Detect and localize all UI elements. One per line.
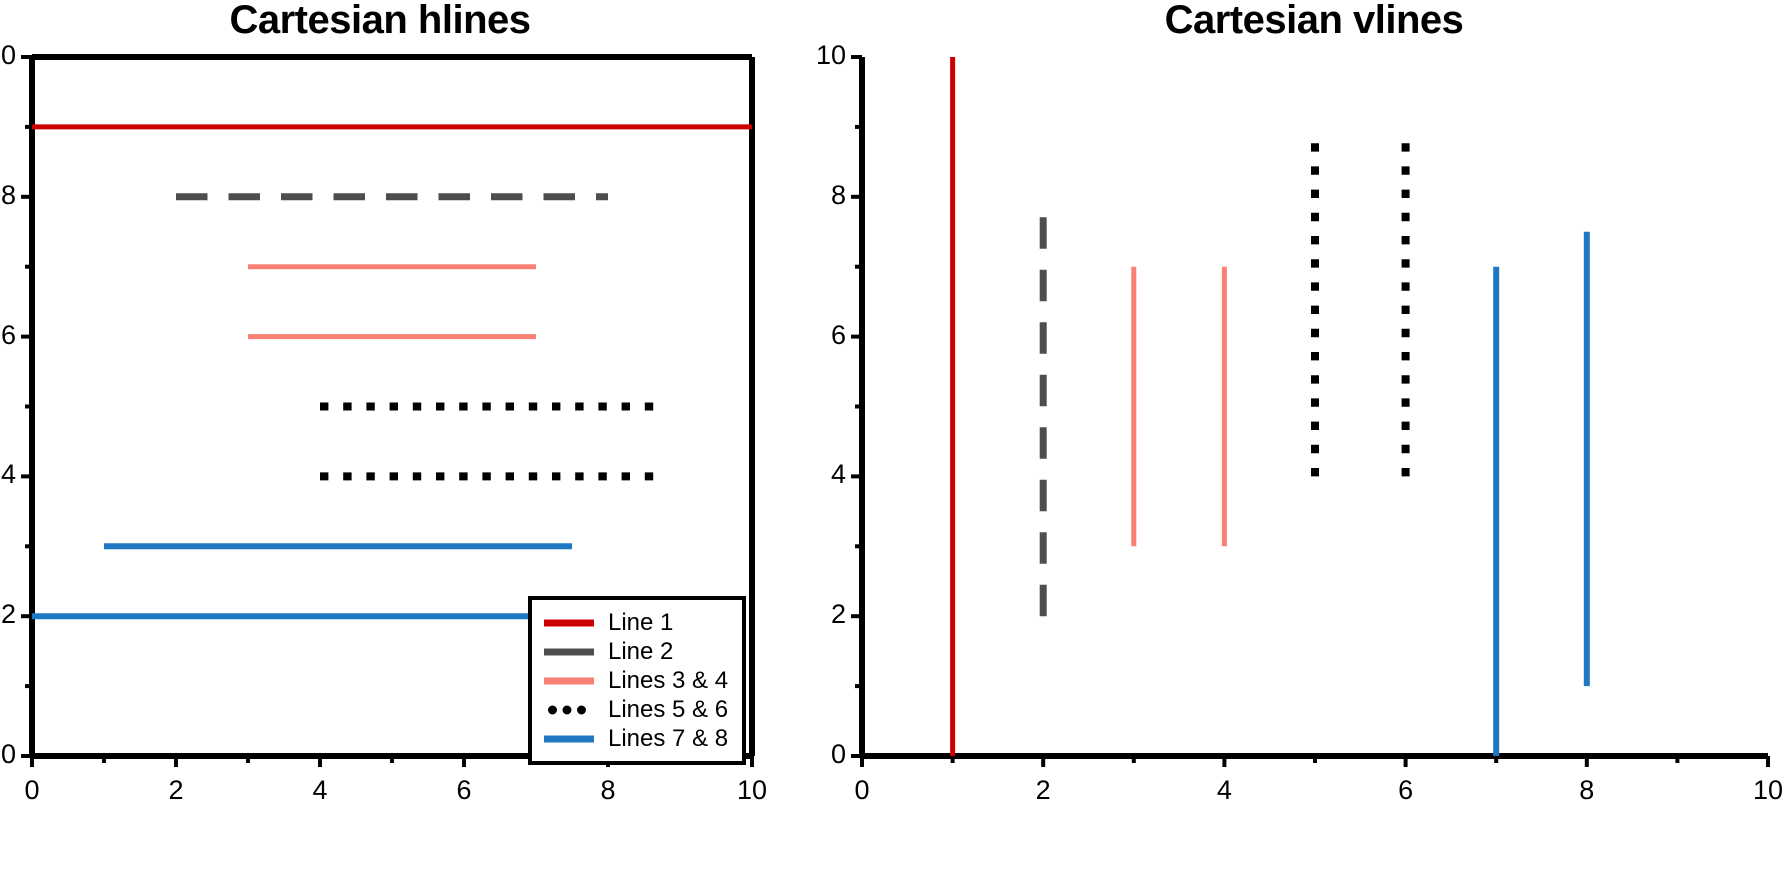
legend-item-label: Lines 3 & 4 <box>608 666 729 694</box>
y-tick-label: 0 <box>830 739 846 769</box>
y-tick-label: 10 <box>815 40 846 70</box>
legend-item-label: Line 2 <box>608 637 674 665</box>
y-tick-label: 6 <box>830 319 846 350</box>
legend-item-label: Lines 5 & 6 <box>608 695 729 723</box>
y-tick-label: 10 <box>0 40 16 70</box>
x-tick-label: 2 <box>168 775 184 805</box>
legend-swatch-icon <box>542 612 596 634</box>
legend-item[interactable]: Line 1 <box>542 608 728 637</box>
legend-item-label: Line 1 <box>608 608 674 636</box>
legend-swatch-icon <box>542 699 596 721</box>
legend-swatch-icon <box>542 670 596 692</box>
x-tick-label: 6 <box>456 775 472 805</box>
y-tick-label: 8 <box>0 179 16 210</box>
y-tick-label: 4 <box>830 459 846 490</box>
x-tick-label: 2 <box>1035 775 1051 805</box>
y-tick-label: 8 <box>830 179 846 210</box>
data-lines <box>950 57 1590 756</box>
legend-item[interactable]: Lines 3 & 4 <box>542 666 728 695</box>
y-tick-label: 0 <box>0 739 16 769</box>
legend-item[interactable]: Lines 5 & 6 <box>542 695 728 724</box>
legend-item[interactable]: Lines 7 & 8 <box>542 724 728 753</box>
x-tick-label: 4 <box>1216 775 1232 805</box>
page-title: Cartesian hlines <box>229 0 531 42</box>
y-tick-label: 2 <box>830 599 846 630</box>
x-tick-label: 8 <box>1579 775 1595 805</box>
x-tick-label: 6 <box>1398 775 1414 805</box>
y-tick-label: 6 <box>0 319 16 350</box>
y-tick-label: 2 <box>0 599 16 630</box>
axis-ticks <box>851 55 1770 767</box>
legend-swatch-icon <box>542 641 596 663</box>
legend-item-label: Lines 7 & 8 <box>608 724 729 752</box>
x-tick-label: 0 <box>854 775 870 805</box>
x-tick-label: 8 <box>600 775 616 805</box>
x-tick-label: 4 <box>312 775 328 805</box>
x-tick-label: 0 <box>24 775 40 805</box>
legend-swatch-icon <box>542 728 596 750</box>
plot-area-hlines <box>21 54 755 767</box>
legend-item[interactable]: Line 2 <box>542 637 728 666</box>
x-tick-label: 10 <box>1752 775 1784 805</box>
data-lines <box>32 124 752 620</box>
page-title: Cartesian vlines <box>1164 0 1464 42</box>
plot-area-vlines <box>851 55 1770 767</box>
x-tick-label: 10 <box>736 775 768 805</box>
y-tick-label: 4 <box>0 459 16 490</box>
